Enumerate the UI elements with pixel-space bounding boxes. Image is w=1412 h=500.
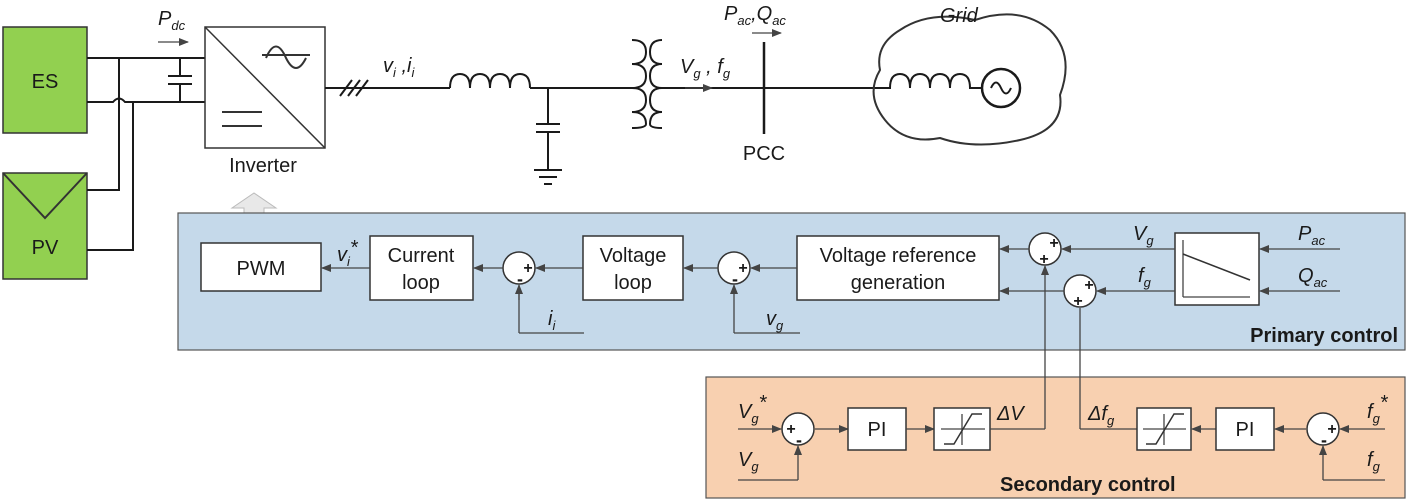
svg-text:-: -	[732, 269, 738, 289]
pwm-block	[200, 242, 322, 292]
svg-text:Voltage: Voltage	[600, 245, 667, 267]
pcc-label: PCC	[743, 143, 785, 165]
svg-text:PWM: PWM	[237, 258, 286, 280]
svg-text:Δfg: Δfg	[1087, 403, 1115, 428]
svg-text:generation: generation	[851, 272, 946, 294]
svg-text:Pac: Pac	[1298, 223, 1326, 248]
grid-cloud	[872, 13, 1067, 146]
svg-text:Pdc: Pdc	[158, 8, 186, 33]
svg-text:+: +	[786, 421, 795, 438]
svg-text:-: -	[1321, 430, 1327, 450]
filter-inductor	[449, 72, 531, 89]
svg-text:Vg: Vg	[1133, 223, 1154, 248]
es-label: ES	[32, 71, 59, 93]
svg-text:fg: fg	[1367, 449, 1381, 474]
primary-control-title: Primary control	[1250, 325, 1398, 347]
dc-symbol-icon	[222, 111, 262, 127]
pi-frequency-block	[1215, 407, 1275, 451]
voltage-loop-block	[582, 235, 684, 301]
svg-text:Vg*: Vg*	[738, 392, 768, 426]
svg-text:vi ,ii: vi ,ii	[383, 55, 415, 80]
inverter-label: Inverter	[229, 155, 297, 177]
svg-text:+: +	[1327, 421, 1336, 438]
transformer	[626, 39, 648, 129]
svg-text:Current: Current	[388, 245, 455, 267]
svg-text:+: +	[1073, 293, 1082, 310]
svg-text:Pac,Qac: Pac,Qac	[724, 3, 786, 28]
svg-text:+: +	[1039, 251, 1048, 268]
filter-capacitor	[534, 88, 562, 185]
svg-text:+: +	[738, 260, 747, 277]
svg-text:Vg , fg: Vg , fg	[680, 56, 731, 81]
svg-text:ii: ii	[548, 308, 556, 333]
svg-text:ΔV: ΔV	[996, 403, 1025, 425]
droop-block	[1174, 232, 1260, 306]
svg-text:vi*: vi*	[337, 237, 359, 269]
svg-text:fg*: fg*	[1367, 392, 1389, 426]
secondary-control-title: Secondary control	[1000, 474, 1176, 496]
pv-cell-icon	[2, 172, 88, 220]
voltage-reference-block	[796, 235, 1000, 301]
svg-text:loop: loop	[614, 272, 652, 294]
svg-text:Voltage reference: Voltage reference	[820, 245, 977, 267]
svg-text:PI: PI	[1236, 419, 1255, 441]
grid-inductor	[880, 72, 982, 89]
svg-text:Qac: Qac	[1298, 265, 1328, 290]
svg-text:Vg: Vg	[738, 449, 759, 474]
svg-text:-: -	[796, 430, 802, 450]
svg-text:+: +	[1049, 235, 1058, 252]
svg-text:+: +	[523, 260, 532, 277]
power-circuit: ES PV Pdc Inverter vi ,ii	[2, 3, 1067, 280]
svg-text:loop: loop	[402, 272, 440, 294]
svg-text:+: +	[1084, 277, 1093, 294]
es-block	[2, 26, 88, 134]
grid-label: Grid	[940, 5, 979, 27]
svg-text:PI: PI	[868, 419, 887, 441]
pv-block	[2, 172, 88, 280]
ac-wave-icon	[262, 45, 310, 69]
svg-text:vg: vg	[766, 308, 784, 333]
svg-text:-: -	[517, 269, 523, 289]
current-loop-block	[369, 235, 474, 301]
secondary-control-panel: Secondary control Vg* + - Vg PI ΔV Δfg	[705, 265, 1406, 499]
pv-label: PV	[32, 237, 59, 259]
svg-text:fg: fg	[1138, 265, 1152, 290]
primary-control-panel: Primary control PWM Current loop vi* + -…	[177, 212, 1406, 351]
